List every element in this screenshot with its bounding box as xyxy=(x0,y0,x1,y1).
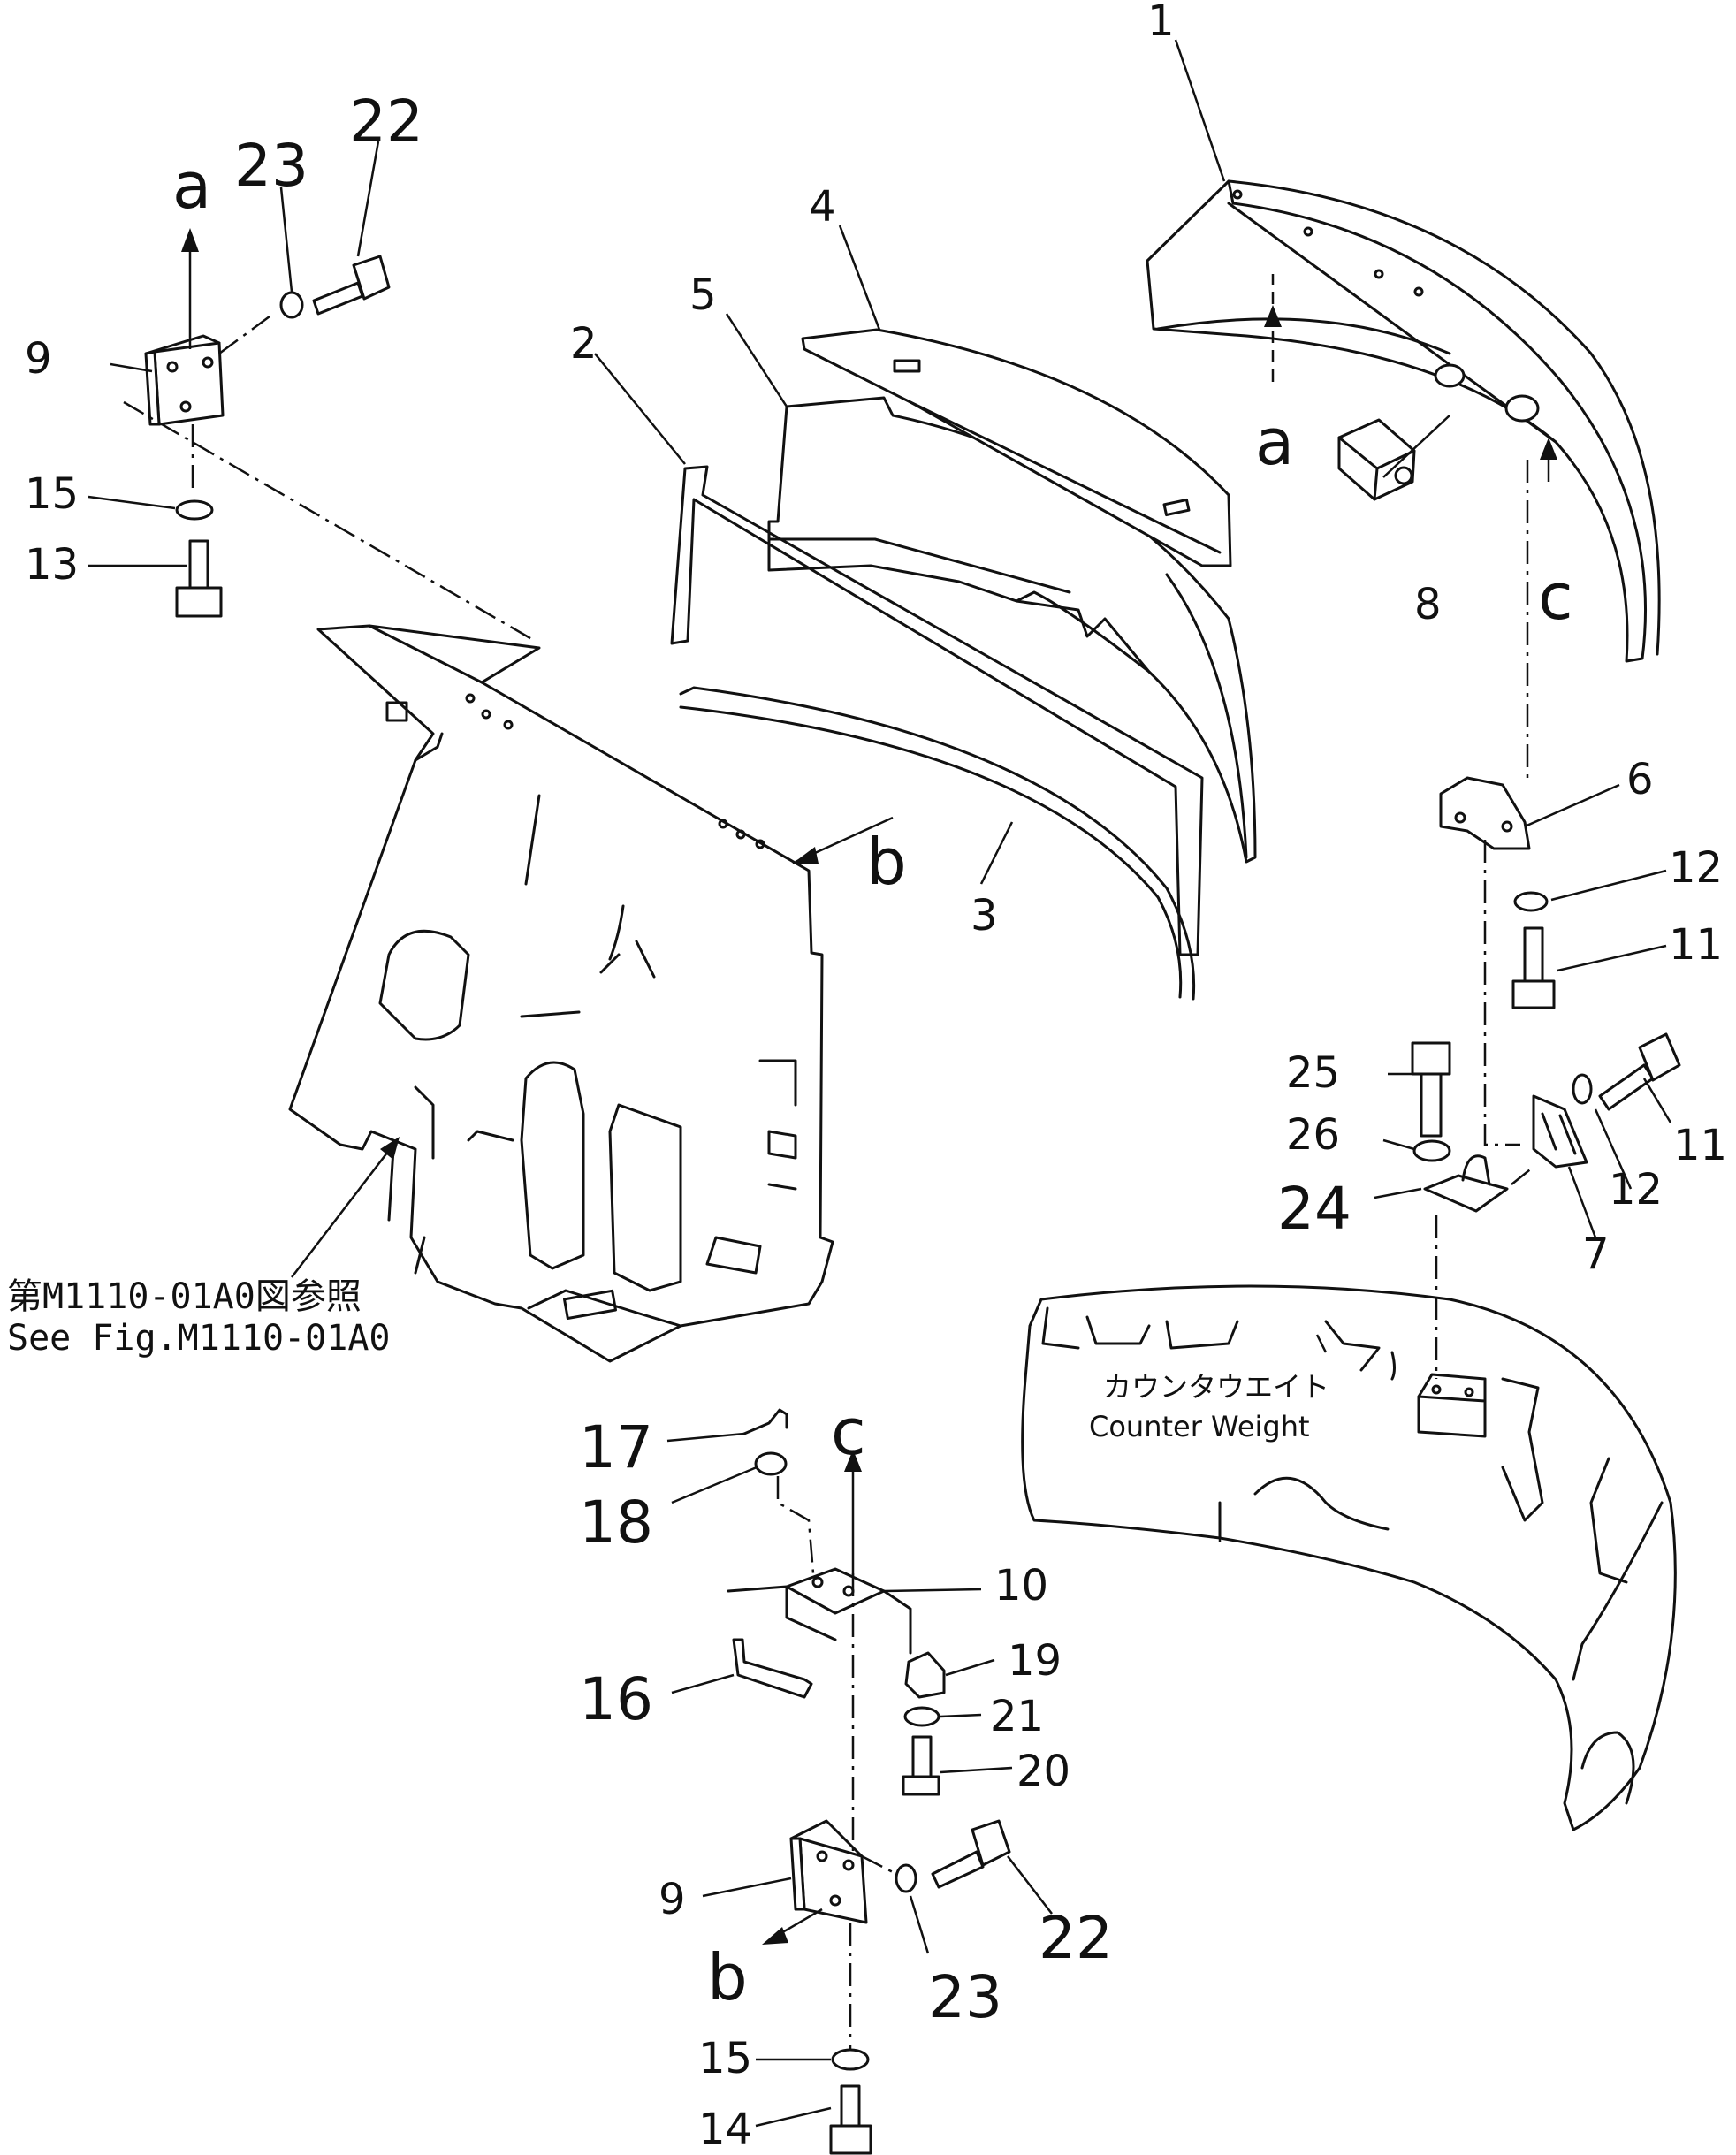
callout-21: 21 xyxy=(990,1692,1044,1741)
counterweight-label: カウンタウエイト Counter Weight xyxy=(1089,1370,1329,1443)
callout-24: 24 xyxy=(1277,1175,1351,1243)
arrow-letter-labels: a a c b c b xyxy=(172,148,1573,2014)
callout-17: 17 xyxy=(579,1413,653,1481)
callout-10: 10 xyxy=(994,1561,1048,1611)
side-frame-partition xyxy=(288,624,834,1363)
callout-4: 4 xyxy=(809,182,836,232)
callout-3: 3 xyxy=(971,891,998,940)
assembly-lines xyxy=(123,315,1534,2051)
callout-11-lower: 11 xyxy=(1673,1121,1727,1170)
washer-18 xyxy=(754,1451,788,1476)
arrows xyxy=(181,228,1557,1945)
callout-8: 8 xyxy=(1414,580,1442,629)
letter-a-top-left: a xyxy=(172,148,211,223)
insulation-panel xyxy=(767,396,1257,864)
callout-15-top: 15 xyxy=(25,469,79,519)
callout-12-lower: 12 xyxy=(1609,1165,1663,1215)
hinge-bracket-top xyxy=(144,334,225,426)
bolt-13 xyxy=(175,539,223,618)
reference-note-en: See Fig.M1110-01A0 xyxy=(7,1318,390,1359)
counterweight xyxy=(1021,1284,1677,1831)
letter-b-frame: b xyxy=(866,825,907,899)
bolt-25 xyxy=(1411,1041,1451,1138)
callout-23-bottom: 23 xyxy=(928,1963,1002,2031)
top-plate xyxy=(801,328,1232,567)
bracket-10 xyxy=(727,1567,912,1655)
bolt-11-upper xyxy=(1511,926,1556,1009)
callout-22-top: 22 xyxy=(349,88,423,156)
letter-c-cover: c xyxy=(1538,560,1573,634)
rod-16 xyxy=(732,1638,813,1699)
callout-13: 13 xyxy=(25,540,79,590)
wire-17 xyxy=(742,1408,788,1435)
washer-12-lower xyxy=(1572,1073,1593,1105)
callout-25: 25 xyxy=(1286,1048,1340,1098)
nut-19 xyxy=(904,1651,946,1699)
bolt-11-lower xyxy=(1598,1032,1681,1111)
callout-19: 19 xyxy=(1008,1636,1062,1686)
callout-1: 1 xyxy=(1147,0,1175,46)
callout-20: 20 xyxy=(1016,1747,1070,1796)
callout-11-upper: 11 xyxy=(1669,920,1723,970)
callout-9-top: 9 xyxy=(25,334,52,384)
callout-12-upper: 12 xyxy=(1669,843,1723,893)
reference-note: 第M1110-01A0図参照 See Fig.M1110-01A0 xyxy=(7,1276,390,1359)
bolt-22-top xyxy=(312,255,391,316)
bolt-20 xyxy=(902,1735,940,1796)
callout-22-bottom: 22 xyxy=(1039,1904,1113,1972)
callout-15-bottom: 15 xyxy=(698,2034,752,2083)
callout-23-top: 23 xyxy=(234,132,308,200)
engine-hood-cover xyxy=(1146,179,1661,663)
washer-21 xyxy=(903,1706,940,1727)
callout-18: 18 xyxy=(579,1489,653,1557)
washer-23-bottom xyxy=(895,1863,917,1893)
hinge-bracket-bottom xyxy=(789,1819,868,1924)
seal-frame xyxy=(670,465,1204,956)
washer-26 xyxy=(1412,1139,1451,1162)
callout-5: 5 xyxy=(689,270,717,320)
bracket-7 xyxy=(1532,1094,1588,1169)
callout-26: 26 xyxy=(1286,1110,1340,1160)
reference-note-jp: 第M1110-01A0図参照 xyxy=(7,1276,362,1317)
callout-6: 6 xyxy=(1626,755,1654,804)
letter-a-cover: a xyxy=(1255,405,1294,479)
leader-lines xyxy=(88,39,1672,2128)
latch-block xyxy=(1337,418,1416,501)
counterweight-label-en: Counter Weight xyxy=(1089,1410,1310,1443)
bolt-22-bottom xyxy=(931,1819,1011,1889)
washer-23-top xyxy=(279,291,304,319)
letter-c-bracket: c xyxy=(831,1395,866,1469)
bolt-14 xyxy=(829,2084,872,2155)
washer-12-upper xyxy=(1513,891,1549,912)
washer-15-top xyxy=(175,499,214,521)
bracket-6 xyxy=(1439,776,1531,850)
clip-24 xyxy=(1423,1154,1509,1213)
letter-b-hinge: b xyxy=(707,1940,748,2014)
callout-labels: 1 4 5 2 3 8 6 12 11 11 12 7 25 26 24 9 1… xyxy=(25,0,1727,2154)
counterweight-label-jp: カウンタウエイト xyxy=(1103,1370,1329,1404)
curved-seal-strip xyxy=(679,686,1196,1001)
callout-16: 16 xyxy=(579,1665,653,1733)
washer-15-bottom xyxy=(831,2048,870,2071)
callout-2: 2 xyxy=(570,319,598,369)
callout-14: 14 xyxy=(698,2105,752,2154)
callout-7: 7 xyxy=(1582,1230,1610,1279)
callout-9-bottom: 9 xyxy=(659,1875,686,1924)
